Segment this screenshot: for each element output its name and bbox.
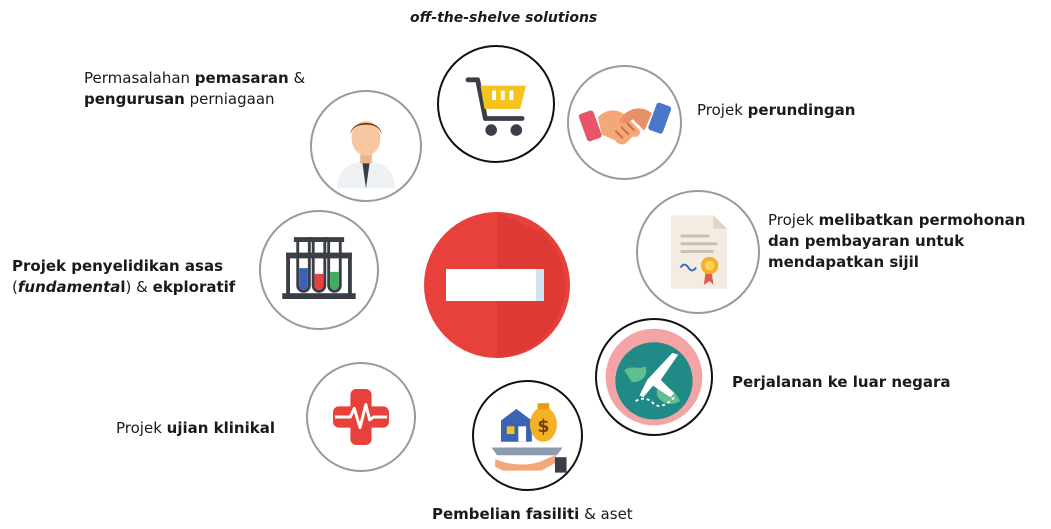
property-money-hand-icon: $ [491,403,567,473]
medical-cross-node [306,362,416,472]
medical-cross-icon [333,389,389,445]
property-money-node: $ [472,380,583,491]
svg-text:$: $ [537,417,549,437]
businessman-node [310,90,422,202]
label-klinikal: Projek ujian klinikal [116,419,275,437]
businessman-icon [337,120,395,189]
test-tubes-node [259,210,379,330]
airplane-globe-node [595,318,713,436]
handshake-icon [578,102,672,145]
test-tubes-icon [282,237,356,299]
top-label: off-the-shelve solutions [410,10,598,26]
label-luar-negara: Perjalanan ke luar negara [732,373,951,391]
certificate-node [636,190,760,314]
handshake-node [567,65,682,180]
no-entry-icon [424,212,570,358]
airplane-globe-icon [605,328,703,426]
label-sijil: Projek melibatkan permohonan dan pembaya… [768,211,1026,271]
label-perundingan: Projek perundingan [697,101,856,119]
label-pemasaran: Permasalahan pemasaran & pengurusan pern… [84,69,306,108]
shopping-cart-node [437,45,555,163]
label-fasiliti: Pembelian fasiliti & aset [432,505,633,523]
shopping-cart-icon [465,77,526,136]
certificate-icon [670,215,728,289]
label-asas: Projek penyelidikan asas (fundamental) &… [12,257,236,296]
